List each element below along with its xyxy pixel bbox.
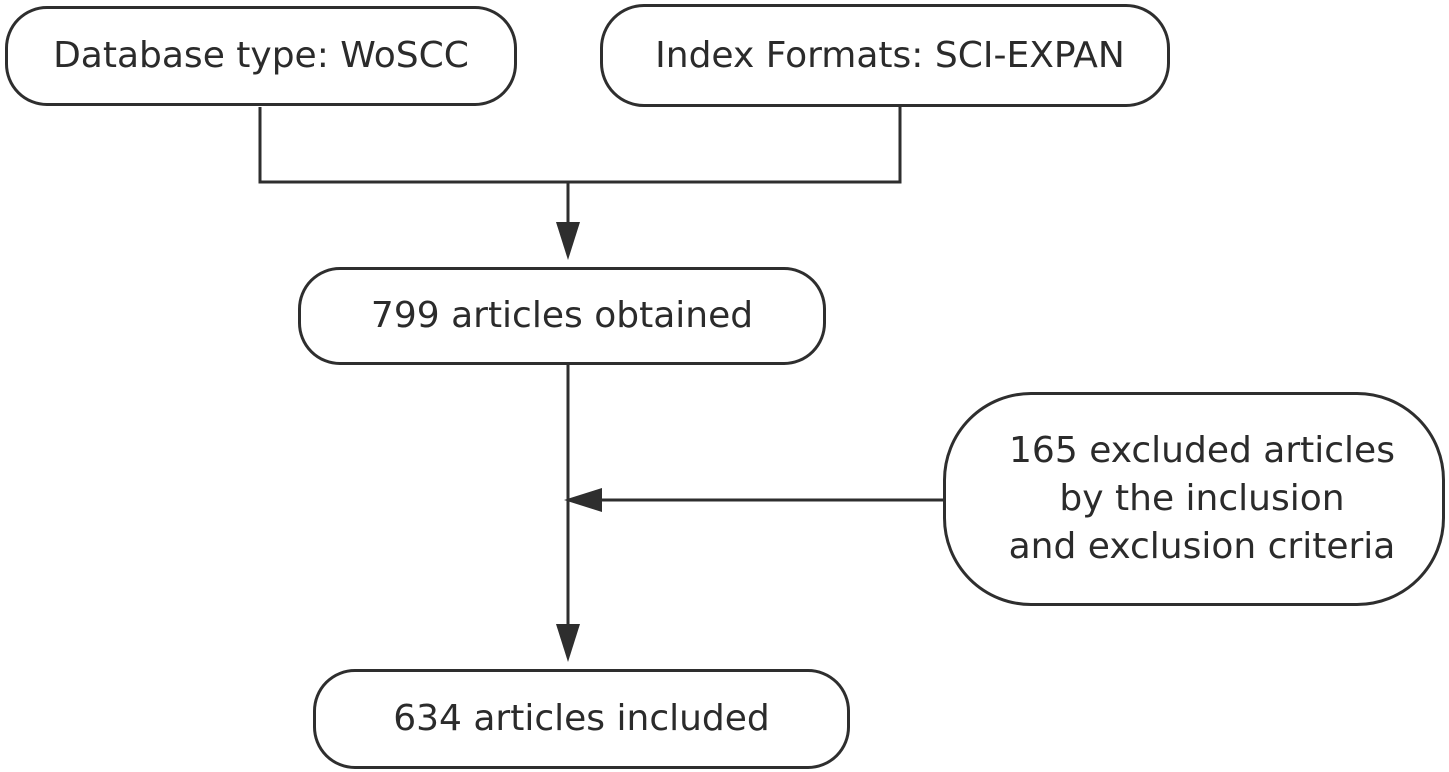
articles-included-label: 634 articles included <box>393 698 770 739</box>
excluded-articles-label: 165 excluded articles by the inclusion a… <box>1008 430 1396 567</box>
articles-obtained-label: 799 articles obtained <box>370 295 754 336</box>
arrowhead-to-obtained <box>556 222 580 260</box>
database-type-node: Database type: WoSCC <box>5 6 517 106</box>
index-formats-label: Index Formats: SCI-EXPAN <box>655 34 1125 76</box>
arrowhead-to-included <box>556 624 580 662</box>
merge-connector-right <box>568 107 902 184</box>
database-type-label: Database type: WoSCC <box>53 35 469 76</box>
index-formats-node: Index Formats: SCI-EXPAN <box>600 4 1170 107</box>
arrowhead-exclusion <box>564 488 602 512</box>
merge-connector-left <box>258 107 568 184</box>
articles-obtained-node: 799 articles obtained <box>298 267 826 365</box>
articles-included-node: 634 articles included <box>313 669 850 769</box>
excluded-articles-node: 165 excluded articles by the inclusion a… <box>943 392 1445 606</box>
